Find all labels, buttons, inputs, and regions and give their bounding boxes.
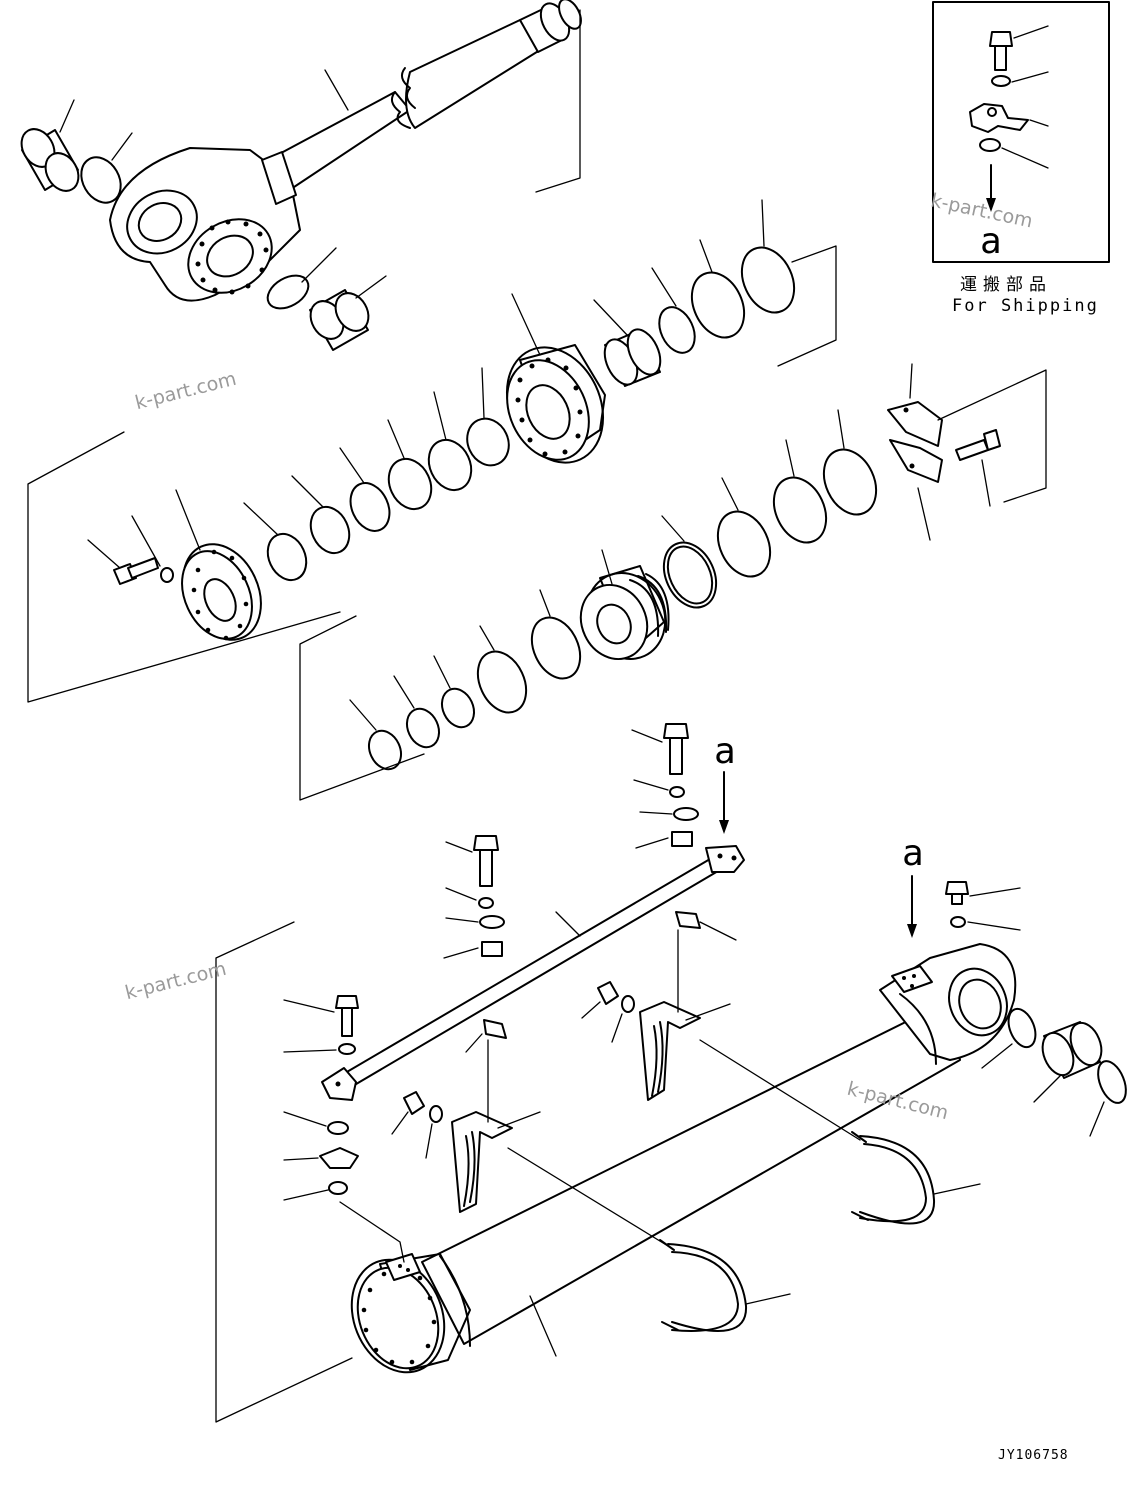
dust-ring-upper	[80, 132, 133, 204]
tube-bolt-left	[283, 995, 359, 1055]
marker-a-tube: a	[714, 731, 736, 772]
shipping-inset	[932, 1, 1110, 263]
tube-bracket-upper	[639, 1001, 731, 1101]
cylinder-tube	[350, 943, 1017, 1374]
piston-bracket-line	[299, 615, 425, 801]
hose-upper	[699, 1039, 981, 1225]
drawing-code: JY106758	[998, 1448, 1069, 1463]
head-flange	[175, 489, 262, 641]
seal-set-upper	[243, 367, 510, 582]
flange-bolt	[87, 515, 174, 585]
head-ring-1	[651, 267, 696, 354]
tube-nuts	[391, 981, 635, 1159]
rod-bushing-upper	[20, 99, 80, 192]
marker-arrow-a2	[907, 875, 917, 938]
piston-seals-right	[661, 409, 878, 609]
tube-bracket-line	[215, 921, 353, 1423]
shipping-label-jp: 運搬部品	[960, 275, 1052, 295]
inset-arrow	[986, 164, 996, 212]
marker-arrow-a1	[719, 771, 729, 834]
eye-ring	[981, 1007, 1037, 1069]
piston-nut-bolt	[955, 429, 1001, 507]
head-bracket-line	[777, 245, 837, 367]
tube-lead-line	[339, 1201, 405, 1263]
inset-o-ring	[979, 138, 1049, 169]
tube-small-parts-left	[283, 1111, 359, 1201]
tube-bracket-lower	[451, 1111, 541, 1213]
inset-bolt	[989, 25, 1049, 71]
hose-lower	[507, 1147, 791, 1332]
eye-bolt-set	[945, 881, 1021, 931]
piston-seals-left	[349, 589, 582, 771]
flange-bracket-line	[27, 431, 341, 703]
eye-dust-ring	[1089, 1060, 1127, 1137]
tube-clip-mid	[443, 835, 505, 959]
rod-eye-bolt-holes	[195, 219, 269, 295]
piston-nut-split	[887, 363, 943, 541]
marker-a-cylinder: a	[902, 833, 924, 874]
nut-bracket-line	[937, 369, 1047, 503]
grease-tube	[321, 845, 745, 1101]
head-bushing	[593, 299, 662, 387]
shipping-label-en: For Shipping	[952, 296, 1099, 316]
head-ring-2	[690, 239, 746, 339]
inset-plate	[969, 103, 1049, 133]
rod-bushing-lower	[309, 275, 387, 351]
rod-ring-lower	[266, 247, 337, 310]
inset-mark-a: a	[980, 221, 1002, 262]
head-ring-3	[740, 199, 796, 314]
tube-clip-lower	[465, 911, 737, 1053]
cylinder-head	[505, 293, 606, 464]
inset-washer	[991, 71, 1049, 87]
piston-rod	[109, 0, 582, 302]
eye-bushing	[1033, 1021, 1103, 1103]
piston	[579, 549, 670, 660]
tube-clip-upper	[631, 723, 699, 849]
